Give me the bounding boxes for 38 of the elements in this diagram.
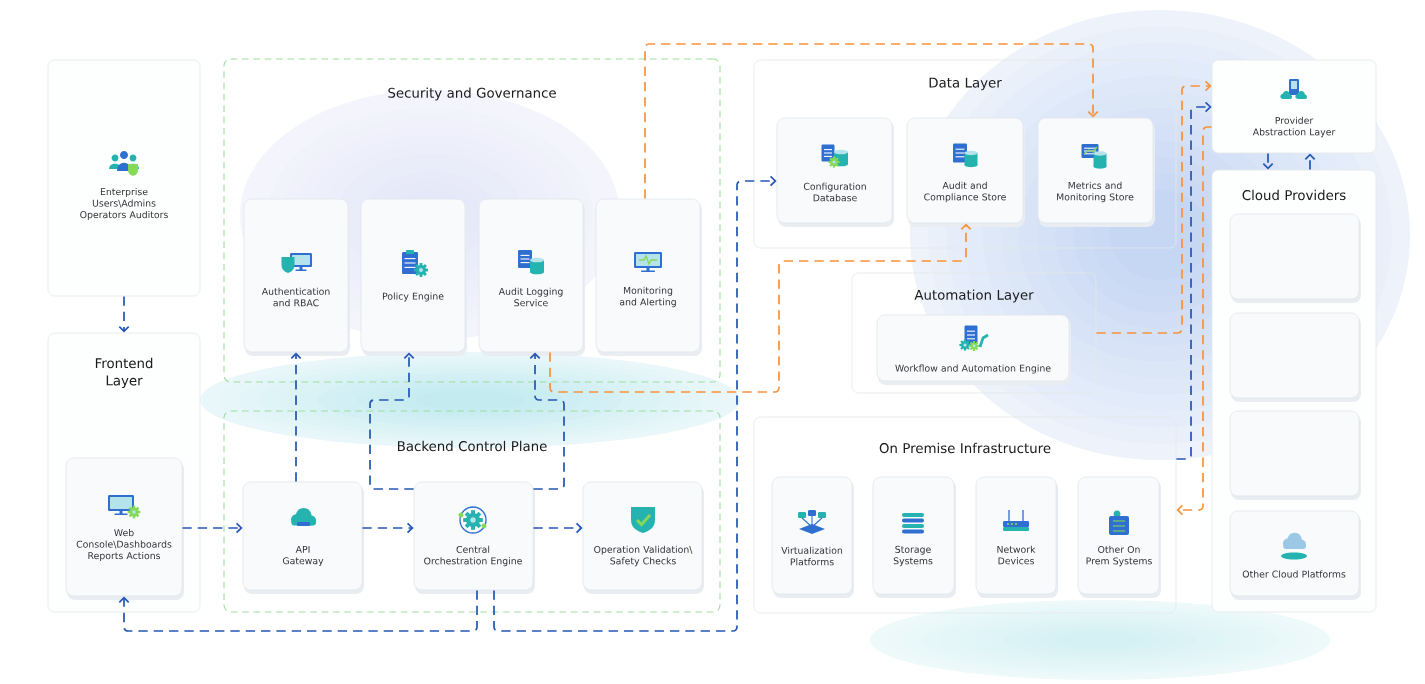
empty-card bbox=[1229, 410, 1361, 500]
component-card: Web Console\Dashboards Reports Actions bbox=[65, 457, 184, 600]
component-card: Enterprise Users\Admins Operators Auditors bbox=[47, 59, 201, 297]
component-card: API Gateway bbox=[242, 481, 364, 594]
arrow bbox=[361, 522, 414, 534]
arrow bbox=[1176, 126, 1213, 516]
component-card: Virtualization Platforms bbox=[771, 476, 854, 598]
arrow bbox=[493, 175, 777, 632]
component-card: Central Orchestration Engine bbox=[413, 481, 535, 594]
component-card: Metrics and Monitoring Store bbox=[1037, 117, 1155, 227]
arrow bbox=[549, 223, 972, 393]
component-card: Audit Logging Service bbox=[478, 198, 585, 356]
component-card: Authentication and RBAC bbox=[243, 198, 350, 356]
arrow bbox=[1175, 101, 1212, 460]
arrow bbox=[369, 352, 415, 490]
empty-card bbox=[1229, 213, 1361, 303]
arrow bbox=[529, 352, 565, 490]
empty-card bbox=[1229, 312, 1361, 402]
arrow bbox=[532, 522, 583, 534]
component-card: Monitoring and Alerting bbox=[595, 198, 702, 356]
component-card: Provider Abstraction Layer bbox=[1211, 59, 1377, 154]
component-card: Network Devices bbox=[975, 476, 1058, 598]
arrow bbox=[118, 589, 478, 632]
component-card: Configuration Database bbox=[776, 117, 894, 227]
component-card: Storage Systems bbox=[872, 476, 956, 598]
component-card: Policy Engine bbox=[360, 198, 467, 356]
arrow bbox=[1095, 80, 1212, 334]
component-card: Operation Validation\ Safety Checks bbox=[582, 481, 704, 594]
arrow bbox=[118, 295, 130, 333]
arrow bbox=[181, 522, 243, 534]
arrow bbox=[644, 43, 1099, 200]
arrow bbox=[1304, 153, 1316, 171]
component-card: Other Cloud Platforms bbox=[1229, 510, 1361, 600]
arrow bbox=[1262, 152, 1274, 170]
component-card: Workflow and Automation Engine bbox=[876, 314, 1071, 385]
component-card: Audit and Compliance Store bbox=[906, 117, 1025, 227]
component-card: Other On Prem Systems bbox=[1077, 476, 1161, 598]
arrow bbox=[290, 352, 302, 483]
